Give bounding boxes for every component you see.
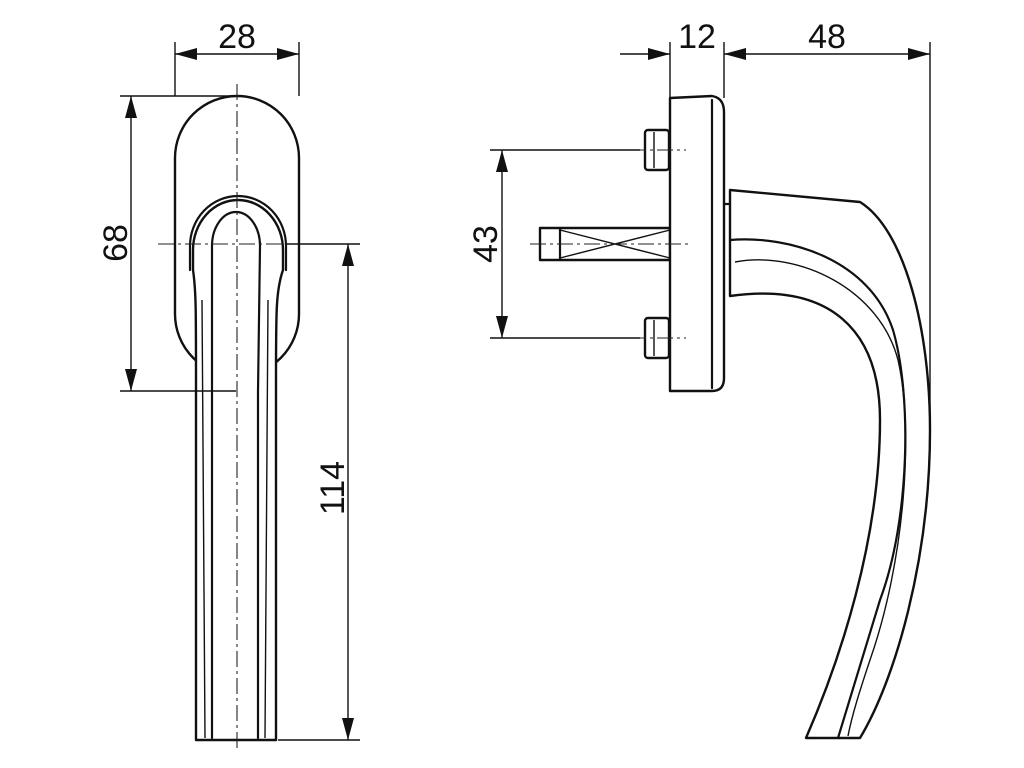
front-lever-inner [210, 210, 262, 740]
front-lever-highlight [201, 299, 269, 739]
side-rose-depth-label: 12 [678, 18, 716, 56]
front-collar [188, 194, 288, 272]
front-view: 28 68 114 [97, 18, 360, 752]
front-rose-arrow-top [125, 96, 137, 118]
side-spacing-arrow-bottom [496, 316, 508, 338]
front-lever-arrow-bottom [342, 718, 354, 740]
side-depth-arrow-48-right [908, 48, 930, 60]
side-depth-arrow-12-left [648, 48, 670, 60]
front-width-arrow-right [277, 48, 299, 60]
front-rose-arrow-bottom [125, 369, 137, 391]
side-rose-plate [668, 94, 726, 393]
front-lever-label: 114 [314, 461, 352, 515]
side-lever-inner-2 [734, 259, 907, 737]
side-spacing-label: 43 [467, 225, 505, 263]
side-view: 12 48 43 [467, 18, 932, 740]
front-width-label: 28 [218, 18, 256, 56]
front-rose-label: 68 [97, 224, 135, 262]
front-width-arrow-left [175, 48, 197, 60]
side-projection-label: 48 [808, 18, 846, 56]
side-lever [728, 188, 932, 740]
front-lever [191, 198, 285, 742]
side-spacing-arrow-top [496, 150, 508, 172]
front-lever-arrow-top [342, 244, 354, 266]
side-depth-arrow-12-right [724, 48, 746, 60]
